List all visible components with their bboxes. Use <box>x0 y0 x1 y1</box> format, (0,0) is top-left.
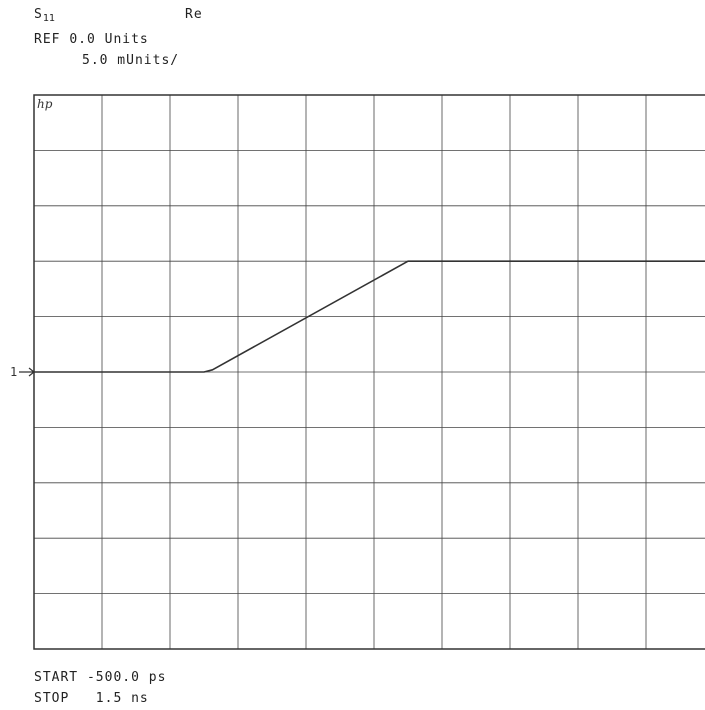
measurement-parameter: S11 <box>34 7 55 24</box>
reference-line: REF 0.0 Units <box>34 33 149 46</box>
display-format: Re <box>185 7 203 22</box>
sweep-start: START -500.0 ps <box>34 671 166 684</box>
parameter-subscript: 11 <box>42 13 55 24</box>
start-label: START <box>34 670 79 685</box>
trace-layer <box>34 260 705 373</box>
start-value: -500.0 ps <box>86 670 167 685</box>
reference-arrow-icon <box>19 367 35 377</box>
sweep-stop: STOP 1.5 ns <box>34 692 149 705</box>
reference-label: REF <box>34 32 61 47</box>
reference-value: 0.0 Units <box>69 32 149 47</box>
stop-label: STOP <box>34 691 70 706</box>
reference-marker: 1 <box>10 365 35 379</box>
trace-line-0 <box>34 260 705 373</box>
scale-per-division: 5.0 mUnits/ <box>82 53 180 68</box>
reference-marker-number: 1 <box>10 365 17 379</box>
parameter-name: S <box>34 7 43 22</box>
stop-value: 1.5 ns <box>95 691 149 706</box>
brand-logo: hp <box>37 97 53 111</box>
